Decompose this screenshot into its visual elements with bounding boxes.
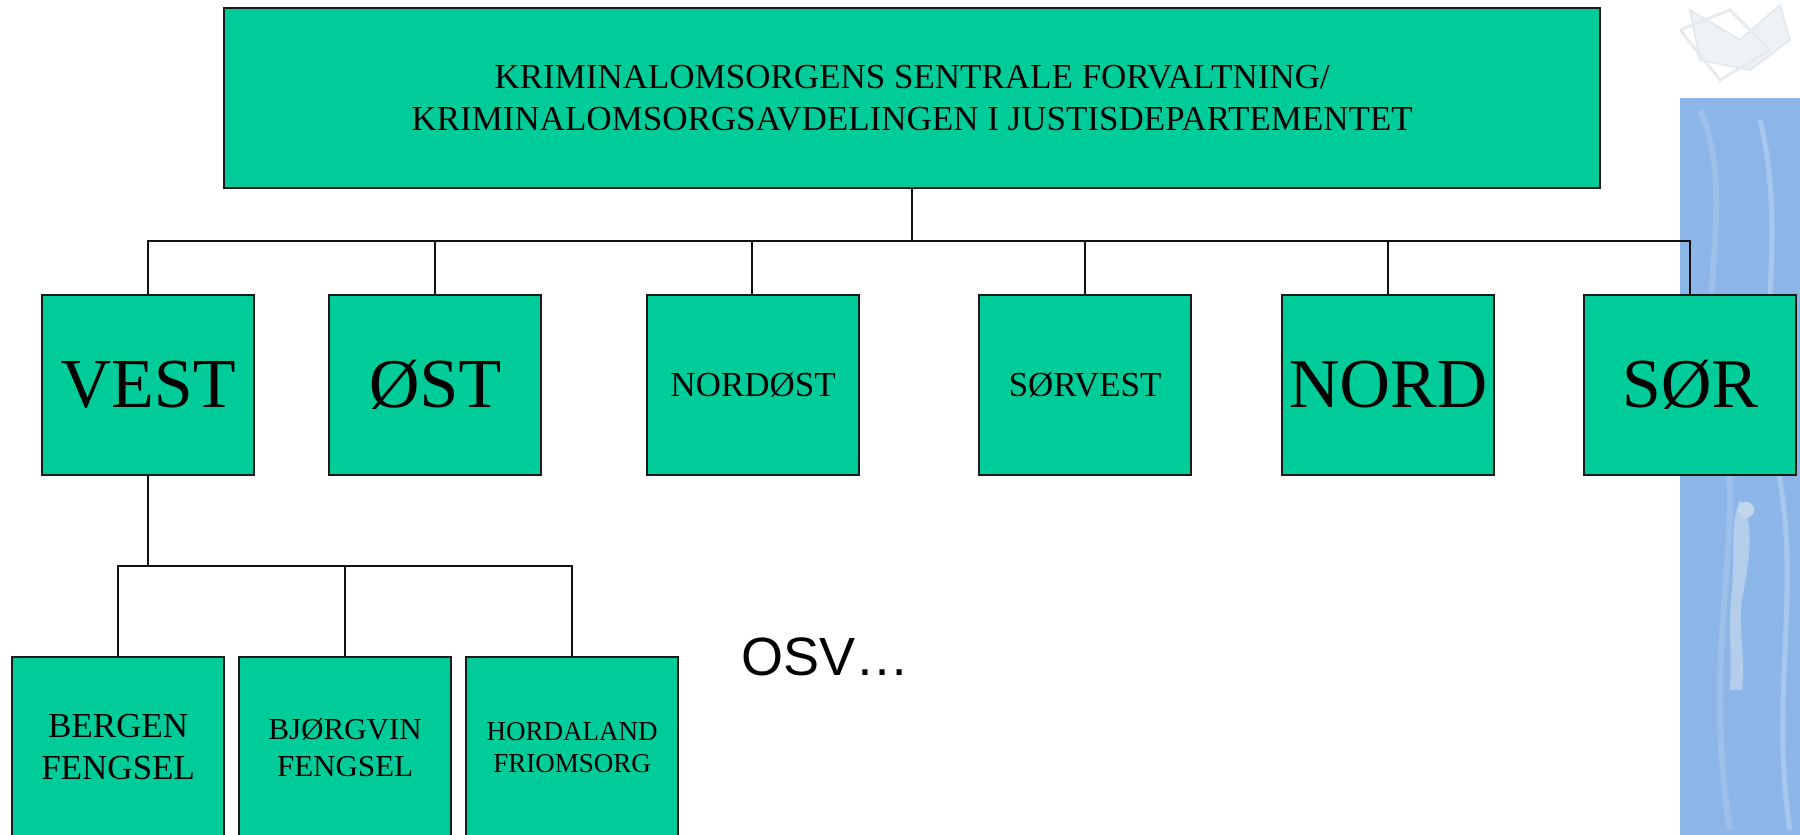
unit-box-bjorgvin-fengsel: BJØRGVIN FENGSEL <box>238 656 452 835</box>
region-drop-connector-nord <box>1387 240 1389 295</box>
region-drop-connector-sorvest <box>1084 240 1086 295</box>
region-label-nord: NORD <box>1288 346 1488 423</box>
continuation-text: OSV… <box>741 627 910 687</box>
regions-bus-connector <box>147 240 1690 242</box>
region-label-ost: ØST <box>368 346 502 423</box>
region-box-ost: ØST <box>328 294 542 476</box>
unit-label-line-1: BERGEN <box>48 706 188 745</box>
region-drop-connector-vest <box>147 240 149 295</box>
unit-label-bjorgvin-fengsel: BJØRGVIN FENGSEL <box>268 710 421 784</box>
root-label: KRIMINALOMSORGENS SENTRALE FORVALTNING/ … <box>411 56 1412 140</box>
unit-label-bergen-fengsel: BERGEN FENGSEL <box>41 705 195 789</box>
region-box-nord: NORD <box>1281 294 1495 476</box>
root-box: KRIMINALOMSORGENS SENTRALE FORVALTNING/ … <box>223 7 1601 189</box>
region-drop-connector-ost <box>434 240 436 295</box>
vest-stem-connector <box>147 476 149 566</box>
unit-label-line-1: BJØRGVIN <box>268 710 422 746</box>
root-stem-connector <box>911 189 913 241</box>
root-label-line-1: KRIMINALOMSORGENS SENTRALE FORVALTNING/ <box>494 57 1330 96</box>
unit-label-line-2: FENGSEL <box>41 748 195 787</box>
region-box-sorvest: SØRVEST <box>978 294 1192 476</box>
region-box-sor: SØR <box>1583 294 1797 476</box>
unit-label-hordaland-friomsorg: HORDALAND FRIOMSORG <box>487 715 658 780</box>
region-label-sor: SØR <box>1621 346 1759 423</box>
unit-label-line-1: HORDALAND <box>486 715 658 746</box>
unit-box-bergen-fengsel: BERGEN FENGSEL <box>11 656 225 835</box>
root-label-line-2: KRIMINALOMSORGSAVDELINGEN I JUSTISDEPART… <box>411 99 1413 138</box>
unit-drop-connector-hordaland <box>571 565 573 658</box>
region-box-nordost: NORDØST <box>646 294 860 476</box>
unit-box-hordaland-friomsorg: HORDALAND FRIOMSORG <box>465 656 679 835</box>
unit-label-line-2: FENGSEL <box>276 748 414 783</box>
unit-drop-connector-bjorgvin <box>344 565 346 658</box>
region-label-vest: VEST <box>60 346 236 423</box>
region-label-nordost: NORDØST <box>670 365 836 404</box>
region-drop-connector-nordost <box>751 240 753 295</box>
region-drop-connector-sor <box>1689 240 1691 295</box>
unit-drop-connector-bergen <box>117 565 119 658</box>
region-box-vest: VEST <box>41 294 255 476</box>
region-label-sorvest: SØRVEST <box>1008 365 1162 404</box>
unit-label-line-2: FRIOMSORG <box>493 748 651 778</box>
